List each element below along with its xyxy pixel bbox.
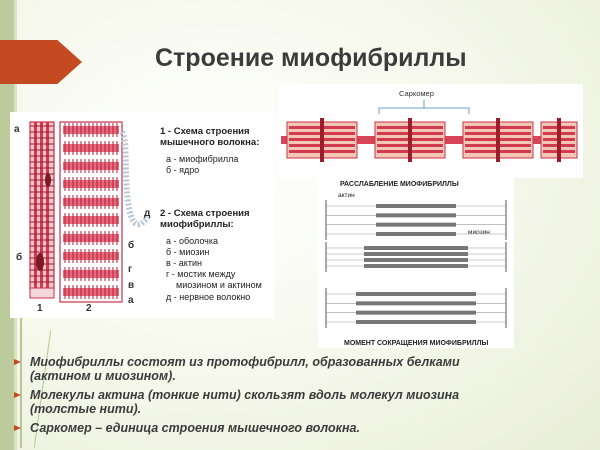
contraction-diagram: РАССЛАБЛЕНИЕ МИОФИБРИЛЛЫ актин миозин МО… (325, 181, 507, 347)
legend2-item: а - оболочка (166, 236, 218, 246)
z-line (496, 118, 500, 162)
legend2-item: миозином и актином (176, 280, 262, 290)
myosin-band (63, 180, 119, 188)
bullet-arrow-icon (14, 359, 21, 365)
z-line (320, 118, 324, 162)
legend1-item: а - миофибрилла (166, 154, 238, 164)
myosin-thick (376, 222, 456, 227)
bullet-item: Саркомер – единица строения мышечного во… (10, 421, 590, 435)
caption2-line1: 2 - Схема строения (160, 208, 250, 219)
z-line (408, 118, 412, 162)
caption1-line1: 1 - Схема строения (160, 126, 250, 137)
myosin-band (63, 252, 119, 260)
myosin-thick (364, 252, 468, 256)
legend2-item: д - нервное волокно (166, 292, 250, 302)
actin-label: актин (338, 192, 355, 199)
bullet-arrow-icon (14, 392, 21, 398)
myosin-thick (376, 232, 456, 236)
myofibril-scheme (59, 121, 123, 303)
legend2-item: г - мостик между (166, 269, 236, 279)
decor-stem (20, 318, 22, 448)
number-1: 1 (37, 303, 43, 314)
muscle-fiber-diagram: а б в а г б д 1 2 1 - Схема строения мыш… (14, 121, 262, 314)
sarcomere-figure: Саркомер (279, 84, 583, 178)
myosin-thick (364, 264, 468, 268)
bullet-arrow-icon (14, 425, 21, 431)
legend2-item: б - миозин (166, 247, 209, 257)
myosin-band (63, 216, 119, 224)
myosin-band (63, 144, 119, 152)
caption2-line2: миофибриллы: (160, 219, 234, 230)
z-line (557, 118, 561, 162)
sarcomere-diagram: Саркомер (281, 89, 578, 162)
marker-g: г (128, 264, 132, 275)
myosin-thick (364, 246, 468, 250)
marker-a: а (14, 124, 20, 135)
bullet-line: (толстые нити). (30, 402, 142, 416)
marker-v: в (128, 280, 134, 291)
legend1-item: б - ядро (166, 165, 199, 175)
bullet-line: (актином и миозином). (30, 369, 176, 383)
bullet-item: Молекулы актина (тонкие нити) скользят в… (10, 388, 590, 416)
bullet-line: Саркомер – единица строения мышечного во… (30, 421, 360, 435)
myosin-thick (356, 320, 476, 324)
contraction-label: МОМЕНТ СОКРАЩЕНИЯ МИОФИБРИЛЛЫ (344, 340, 488, 347)
bullet-item: Миофибриллы состоят из протофибрилл, обр… (10, 355, 590, 383)
marker-b: б (16, 251, 22, 263)
caption1-line2: мышечного волокна: (160, 137, 259, 148)
myosin-band (63, 162, 119, 170)
myosin-thick (356, 301, 476, 306)
myosin-label: миозин (468, 229, 490, 236)
myosin-band (63, 198, 119, 206)
marker-d: д (144, 208, 151, 219)
myosin-band (63, 234, 119, 242)
slide-title: Строение миофибриллы (155, 44, 467, 72)
number-2: 2 (86, 303, 92, 314)
muscle-fiber-scheme (29, 121, 55, 299)
marker-b2: б (128, 239, 134, 251)
myosin-band (63, 126, 119, 134)
muscle-fiber-figure: а б в а г б д 1 2 1 - Схема строения мыш… (10, 112, 274, 318)
sarcomere-label: Саркомер (399, 89, 434, 98)
bullet-list: Миофибриллы состоят из протофибрилл, обр… (10, 355, 590, 440)
nerve-fiber (119, 130, 151, 228)
myosin-thick (364, 258, 468, 262)
myosin-band (63, 270, 119, 278)
myosin-band (63, 288, 119, 296)
title-arrow-flag (0, 40, 82, 84)
bullet-line: Молекулы актина (тонкие нити) скользят в… (30, 388, 460, 402)
myosin-thick (356, 292, 476, 296)
myosin-thick (356, 310, 476, 315)
legend2-item: в - актин (166, 258, 202, 268)
myosin-thick (376, 213, 456, 218)
contraction-figure: РАССЛАБЛЕНИЕ МИОФИБРИЛЛЫ актин миозин МО… (318, 176, 514, 348)
bullet-line: Миофибриллы состоят из протофибрилл, обр… (30, 355, 460, 369)
myosin-thick (376, 204, 456, 208)
relaxation-label: РАССЛАБЛЕНИЕ МИОФИБРИЛЛЫ (340, 181, 459, 188)
marker-a2: а (128, 295, 134, 306)
